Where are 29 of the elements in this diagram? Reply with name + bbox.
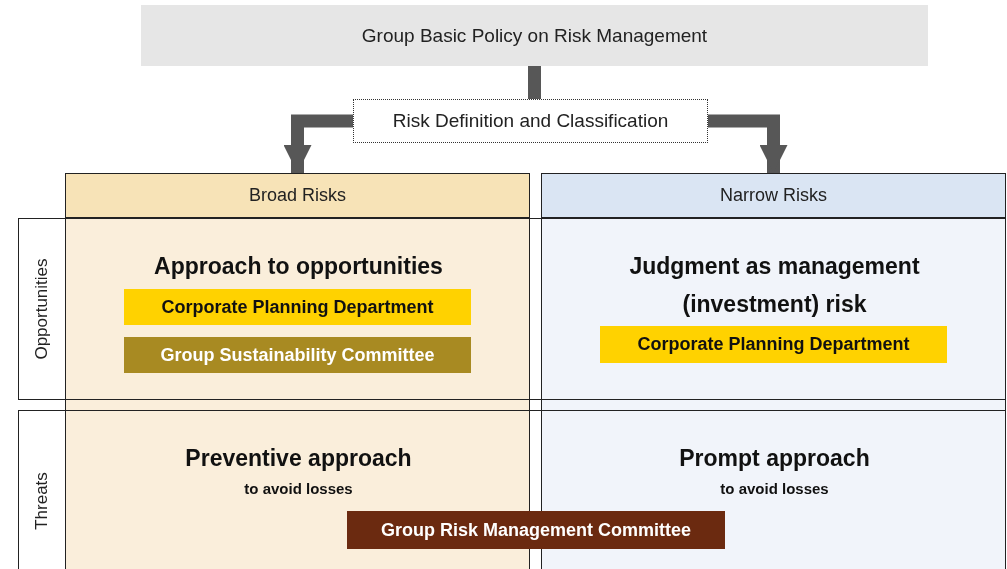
column-header <box>541 173 1006 218</box>
panel-heading: Prompt approach <box>678 444 871 473</box>
tag-label: Group Risk Management Committee <box>380 519 692 541</box>
department-tag <box>124 337 471 373</box>
panel-heading: Judgment as management (investment) risk <box>628 252 921 319</box>
connector-bar <box>528 66 541 99</box>
department-tag <box>124 289 471 325</box>
panel-heading: Approach to opportunities <box>153 252 444 281</box>
panel-heading: Preventive approach <box>184 444 413 473</box>
panel-subheading: to avoid losses <box>719 479 830 499</box>
tag-label: Corporate Planning Department <box>161 296 434 318</box>
arrow <box>708 114 788 173</box>
panel-subheading: to avoid losses <box>243 479 354 499</box>
tag-label: Group Sustainability Committee <box>160 344 435 366</box>
row-frame <box>18 218 1006 400</box>
department-tag <box>600 326 947 363</box>
row-frame <box>18 410 1006 569</box>
arrow <box>283 114 353 173</box>
column-header <box>65 173 530 218</box>
column-title: Broad Risks <box>249 185 346 206</box>
row-label: Threats <box>32 472 52 530</box>
policy-box <box>141 5 928 66</box>
row-label: Opportunities <box>32 258 52 360</box>
box-title: Risk Definition and Classification <box>392 110 669 132</box>
column-title: Narrow Risks <box>720 185 827 206</box>
box-title: Group Basic Policy on Risk Management <box>361 24 708 47</box>
dashed-box <box>353 99 708 143</box>
tag-label: Corporate Planning Department <box>637 334 910 355</box>
department-tag <box>347 511 725 549</box>
